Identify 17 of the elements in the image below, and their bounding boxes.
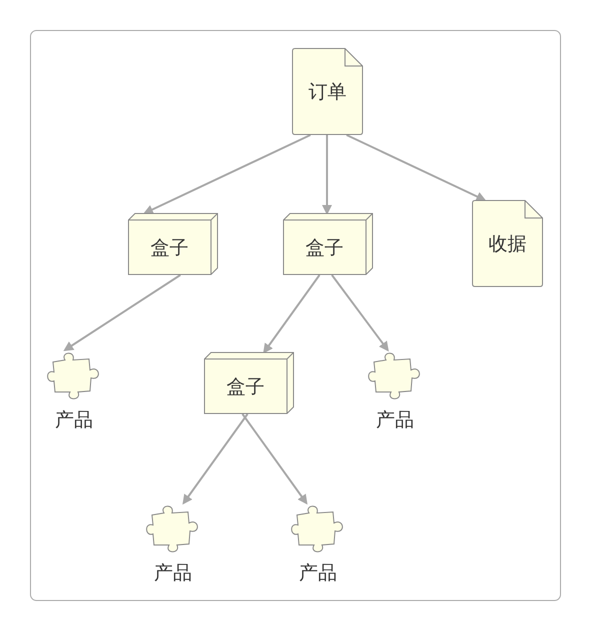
arrow — [263, 274, 320, 354]
node-label: 盒子 — [304, 236, 344, 258]
arrow — [322, 135, 332, 215]
arrow — [143, 134, 311, 214]
node-label: 产品 — [375, 409, 415, 431]
node-label: 盒子 — [226, 376, 266, 398]
node-label: 订单 — [308, 80, 348, 102]
arrow — [331, 274, 389, 352]
arrow — [63, 274, 181, 352]
node-label: 收据 — [488, 232, 528, 254]
node-label: 产品 — [298, 562, 338, 584]
node-label: 盒子 — [150, 236, 190, 258]
node-label: 产品 — [153, 562, 193, 584]
arrow — [242, 413, 308, 505]
arrow — [182, 413, 248, 505]
node-label: 产品 — [54, 409, 94, 431]
arrow — [346, 134, 486, 202]
